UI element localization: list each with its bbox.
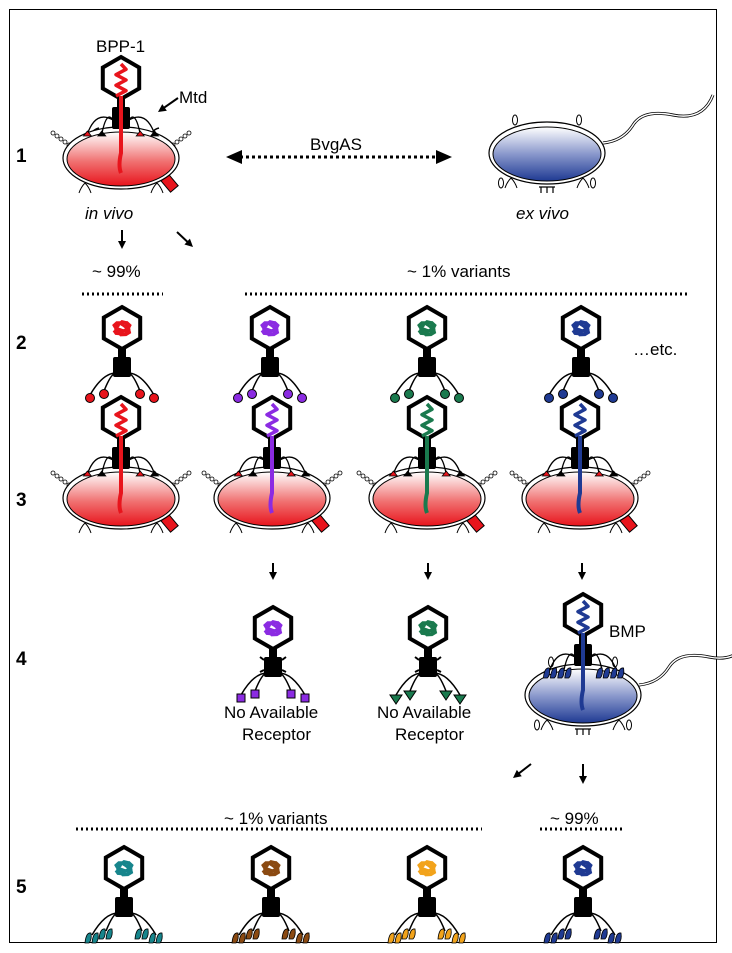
- bvgas-label: BvgAS: [310, 135, 362, 154]
- row-label-3: 3: [16, 490, 27, 511]
- row-label-2: 2: [16, 333, 27, 354]
- in-vivo-label: in vivo: [85, 204, 133, 223]
- arrow-blue-to-row4: [578, 563, 586, 580]
- phage-row5-blue: [543, 844, 622, 944]
- mtd-pointer-arrow: [158, 97, 179, 112]
- phage-row2-blue: [544, 304, 618, 403]
- phage-row2-red: [85, 304, 159, 403]
- etc-label: …etc.: [633, 340, 677, 359]
- pct-1-bottom-label: ~ 1% variants: [224, 809, 327, 828]
- arrow-to-99-top: [118, 230, 126, 249]
- ex-vivo-label: ex vivo: [516, 204, 569, 223]
- bacterium-row3-red: [50, 394, 192, 534]
- no-receptor-2-line2: Receptor: [395, 725, 464, 744]
- arrow-to-1-bottom: [513, 763, 532, 778]
- phage-row5-teal: [84, 844, 163, 944]
- arrow-to-1-top: [176, 231, 193, 247]
- flow-arrows: [118, 97, 587, 784]
- no-receptor-2-line1: No Available: [377, 703, 471, 722]
- mtd-label: Mtd: [179, 88, 207, 107]
- bacterium-ex-vivo: [488, 94, 715, 193]
- bacterium-in-vivo-bpp1: [50, 54, 192, 194]
- arrow-green-to-row4: [424, 563, 432, 580]
- row-label-4: 4: [16, 649, 27, 670]
- bacterium-row3-green: [356, 394, 498, 534]
- row-label-1: 1: [16, 146, 27, 167]
- pct-99-top-label: ~ 99%: [92, 262, 141, 281]
- bacterium-row4-bmp: [524, 591, 732, 735]
- phage-name-label: BPP-1: [96, 37, 145, 56]
- phage-row4-purple-no-receptor: [236, 604, 310, 703]
- phage-row2-purple: [233, 304, 307, 403]
- figure-illustrations: [50, 54, 732, 944]
- row-label-5: 5: [16, 877, 27, 898]
- bacterium-row3-purple: [201, 394, 343, 534]
- pct-99-bottom-label: ~ 99%: [550, 809, 599, 828]
- phage-row5-brown: [231, 844, 310, 944]
- bacterium-row3-blue: [509, 394, 651, 534]
- bmp-label: BMP: [609, 622, 646, 641]
- arrow-to-99-bottom: [579, 764, 587, 784]
- pct-1-top-label: ~ 1% variants: [407, 262, 510, 281]
- figure-frame: [9, 9, 717, 943]
- arrow-purple-to-row4: [269, 563, 277, 580]
- phage-row4-green-no-receptor: [389, 604, 467, 705]
- bvgas-double-arrow: [226, 150, 452, 164]
- phage-row5-orange: [387, 844, 466, 944]
- no-receptor-1-line2: Receptor: [242, 725, 311, 744]
- no-receptor-1-line1: No Available: [224, 703, 318, 722]
- phage-row2-green: [390, 304, 464, 403]
